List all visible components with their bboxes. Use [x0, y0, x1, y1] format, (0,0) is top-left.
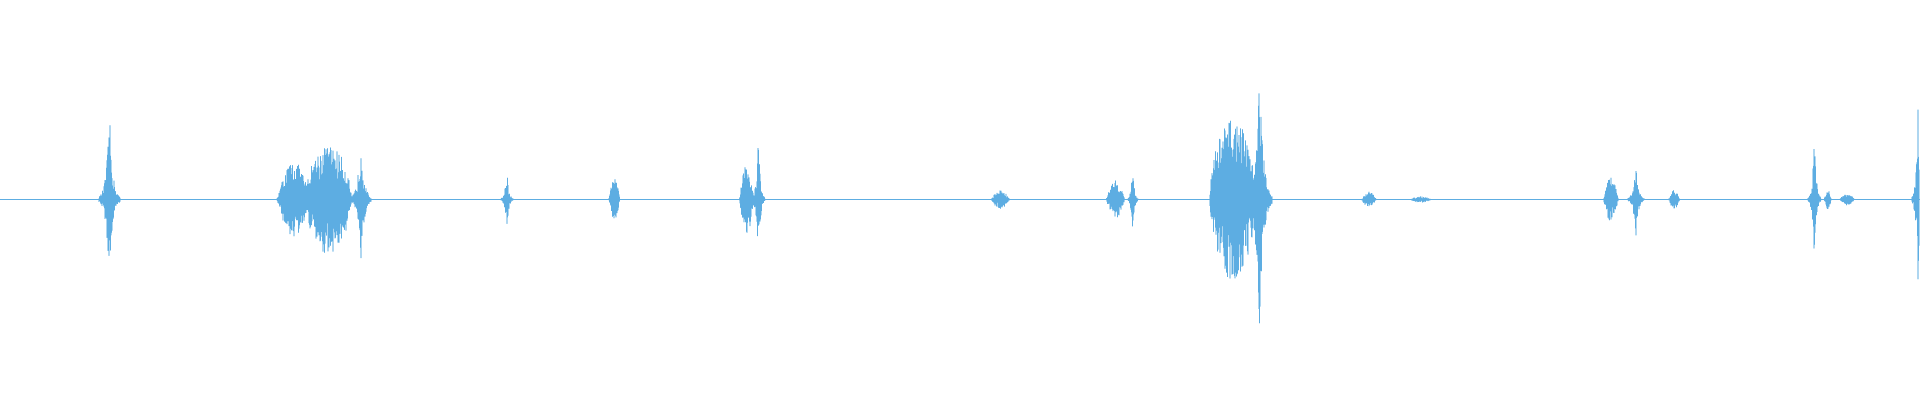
- waveform-burst-11: [1127, 178, 1139, 227]
- waveform-burst-5: [500, 177, 514, 224]
- waveform-burst-9: [990, 190, 1010, 209]
- waveform-burst-3: [305, 147, 352, 253]
- waveform-burst-1: [98, 125, 121, 256]
- waveform-burst-8: [751, 148, 766, 237]
- waveform-burst-6: [608, 179, 621, 219]
- waveform-burst-15: [1410, 196, 1432, 203]
- waveform-burst-16: [1603, 177, 1619, 221]
- waveform-burst-20: [1824, 191, 1832, 209]
- waveform-burst-21: [1839, 194, 1855, 206]
- waveform-burst-14: [1361, 191, 1377, 207]
- waveform-burst-4: [350, 158, 372, 259]
- waveform-burst-19: [1807, 149, 1822, 249]
- waveform-burst-17: [1627, 171, 1645, 236]
- waveform-bursts: [98, 93, 1920, 324]
- waveform-burst-10: [1106, 180, 1125, 218]
- waveform-burst-13: [1247, 93, 1273, 324]
- waveform-burst-18: [1668, 190, 1680, 209]
- waveform-burst-22: [1911, 109, 1920, 280]
